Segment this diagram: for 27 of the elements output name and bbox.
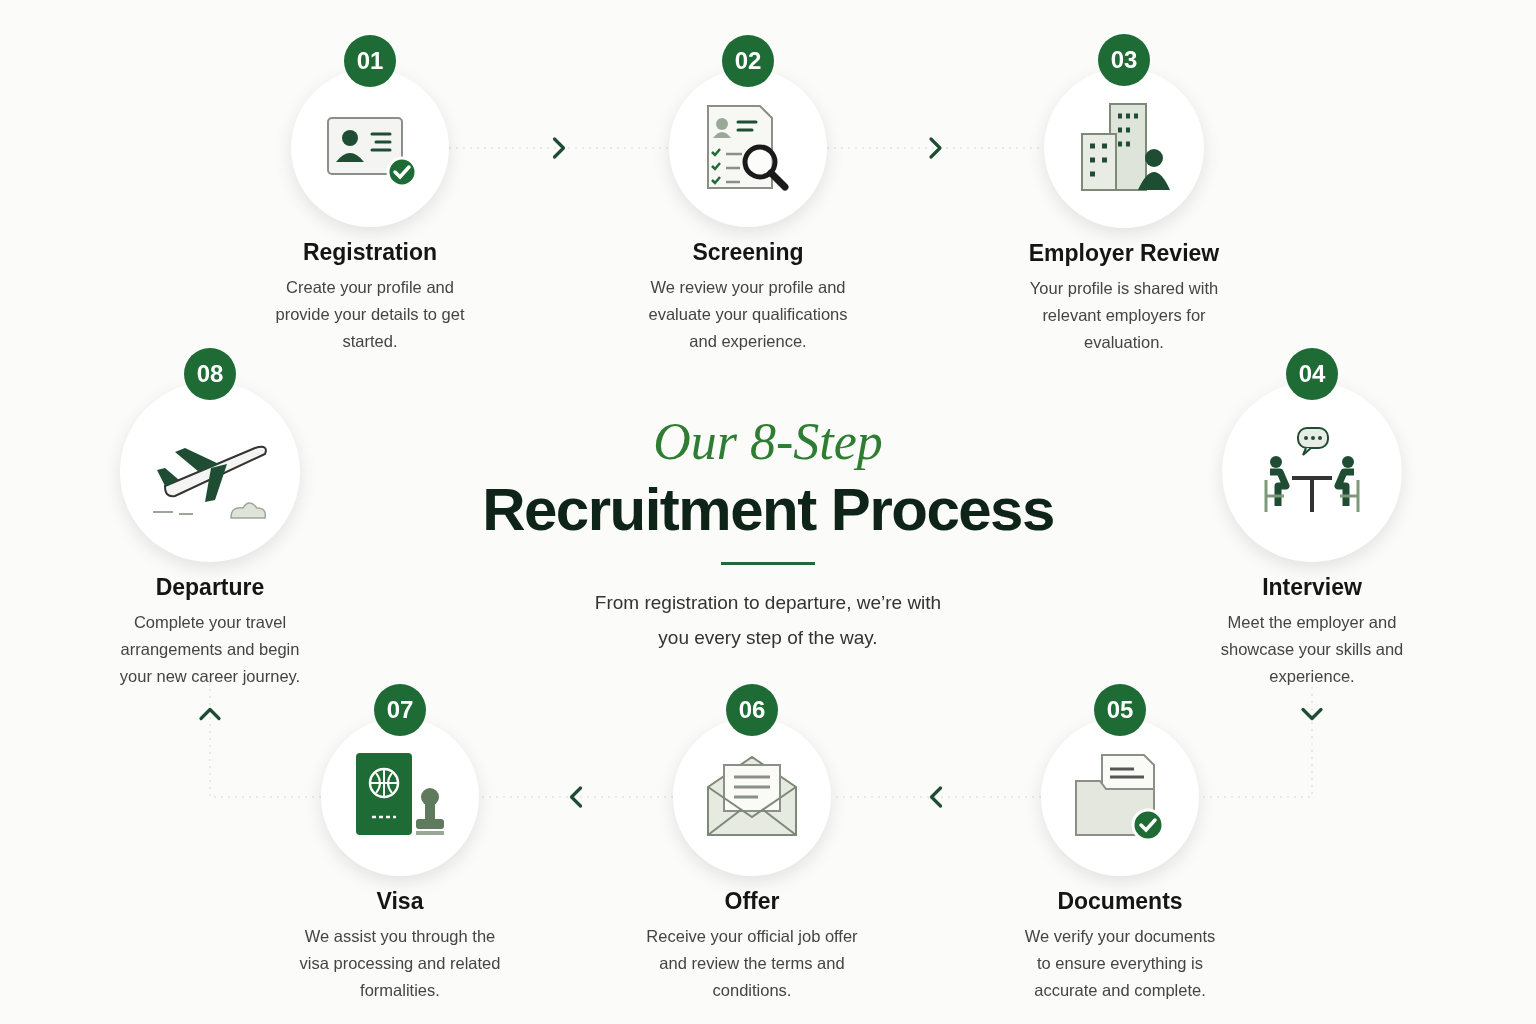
step-title: Screening <box>692 238 804 267</box>
step-title: Departure <box>155 573 265 602</box>
step-number-badge: 01 <box>344 35 396 87</box>
step-description: We review your profile and evaluate your qualifications and experience. <box>647 276 849 352</box>
step-title: Documents <box>1057 887 1183 916</box>
step-number-badge: 02 <box>722 35 774 87</box>
step-description: Create your profile and provide your details to get started. <box>274 276 466 352</box>
step-description: Complete your travel arrangements and begin your new career journey. <box>118 611 302 687</box>
step-description: Meet the employer and showcase your skills and experience. <box>1219 611 1405 687</box>
step-description: Receive your official job offer and review the terms and conditions. <box>645 925 859 1001</box>
step-title: Offer <box>724 887 780 916</box>
step-number-badge: 07 <box>374 684 426 736</box>
step-description: Your profile is shared with relevant employers for evaluation. <box>1028 277 1220 353</box>
step-number-badge: 03 <box>1098 34 1150 86</box>
main-title: Recruitment Process <box>482 475 1054 545</box>
step-number-badge: 04 <box>1286 348 1338 400</box>
step-title: Employer Review <box>1028 239 1220 268</box>
step-number-badge: 08 <box>184 348 236 400</box>
step-number-badge: 05 <box>1094 684 1146 736</box>
step-description: We verify your documents to ensure everything is accurate and complete. <box>1023 925 1217 1001</box>
step-title: Registration <box>302 238 438 267</box>
step-title: Interview <box>1262 573 1362 602</box>
step-description: We assist you through the visa processing and related formalities. <box>298 925 502 1001</box>
subtitle: From registration to departure, we’re with you every step of the way. <box>593 591 943 650</box>
step-number-badge: 06 <box>726 684 778 736</box>
script-heading: Our 8-Step <box>653 412 883 472</box>
step-title: Visa <box>376 887 424 916</box>
